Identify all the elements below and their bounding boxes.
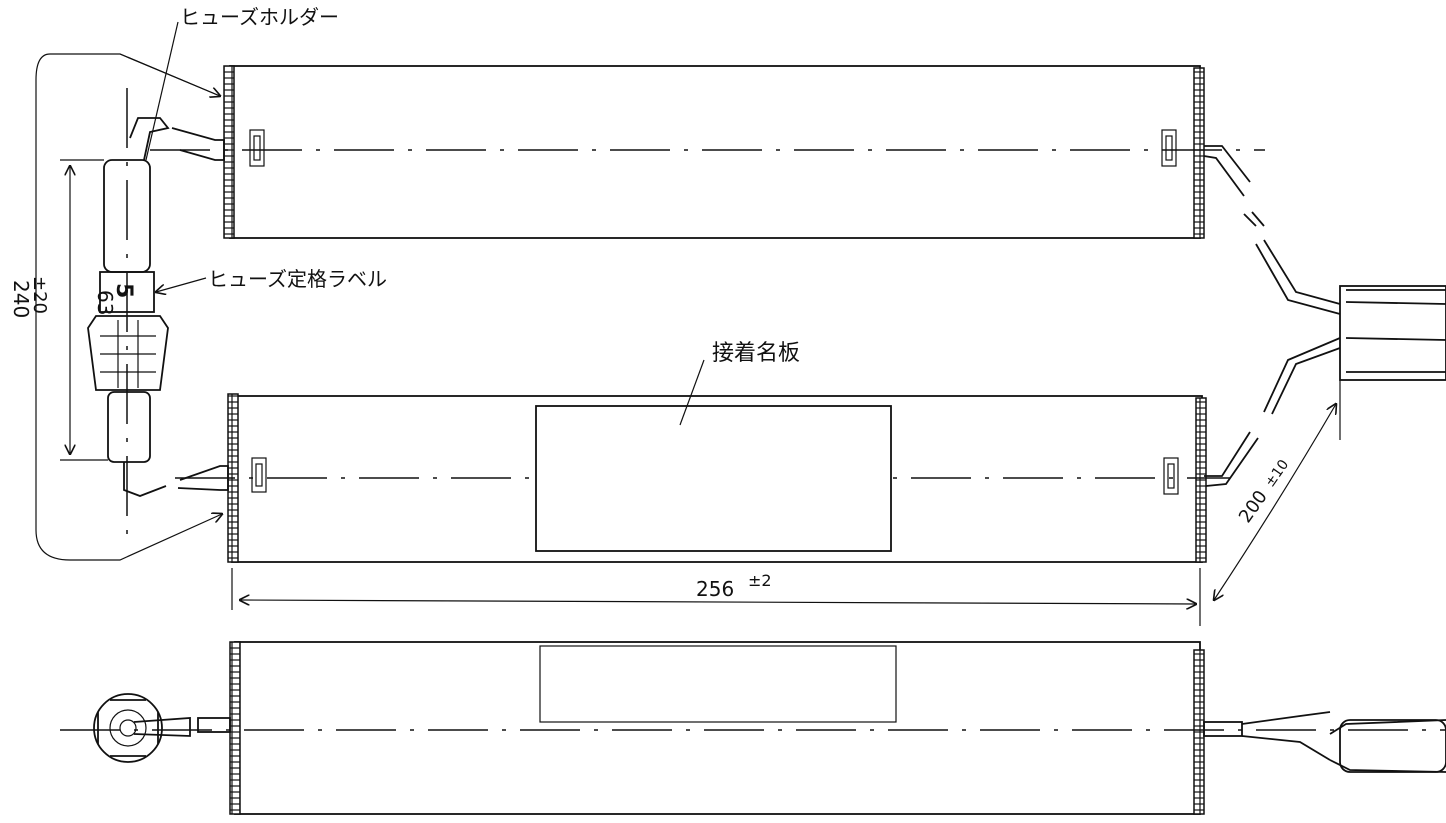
- callout-fuse-rating-label: ヒューズ定格ラベル: [156, 267, 387, 292]
- fuse-label-digit: 5: [111, 283, 136, 298]
- dimension-256: 256 ±2: [231, 568, 1201, 626]
- dim-length-value: 256: [696, 577, 734, 601]
- label-fuse-rating: ヒューズ定格ラベル: [208, 267, 387, 291]
- dim-overall-value: 240: [9, 280, 33, 318]
- heater-top: [150, 65, 1265, 239]
- heater-middle: [175, 359, 1230, 563]
- dim-holder-value: 63: [93, 290, 117, 315]
- dimension-240: ±20 240: [9, 276, 50, 318]
- dimension-200: 200 ±10: [1214, 404, 1336, 600]
- label-fuse-holder: ヒューズホルダー: [180, 5, 339, 29]
- dim-length-tolerance: ±2: [748, 571, 772, 590]
- lead-wires: [1203, 145, 1446, 487]
- heater-side-view: [60, 641, 1446, 815]
- fuse-leader-loop: [35, 53, 222, 561]
- label-nameplate: 接着名板: [712, 341, 800, 366]
- callout-nameplate: 接着名板: [712, 341, 800, 366]
- callout-fuse-holder: ヒューズホルダー: [145, 5, 339, 161]
- dim-overall-tolerance: ±20: [29, 276, 50, 314]
- nameplate-rect: [535, 405, 892, 552]
- dim-cord-value: 200: [1235, 487, 1272, 527]
- dimension-63: 63: [60, 159, 117, 461]
- fuse-holder: 5: [87, 88, 170, 540]
